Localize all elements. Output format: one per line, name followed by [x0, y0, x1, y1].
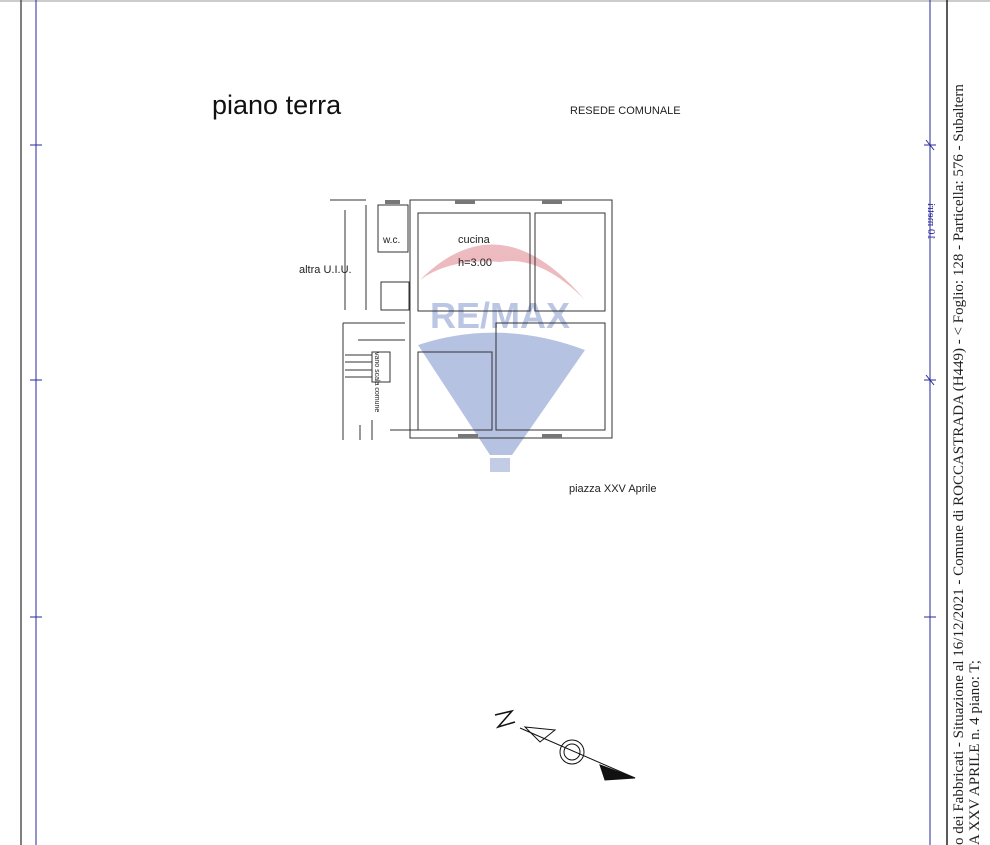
label-cucina: cucina: [458, 234, 490, 246]
floor-plan: [330, 199, 613, 440]
label-height: h=3.00: [458, 257, 492, 269]
label-wc: w.c.: [383, 235, 401, 246]
windows: [385, 200, 562, 438]
label-piazza: piazza XXV Aprile: [569, 483, 657, 495]
label-stair: vano scala comune: [373, 352, 380, 413]
svg-text:RE/MAX: RE/MAX: [430, 295, 570, 336]
plan-title: piano terra: [212, 90, 342, 120]
scale-label: 10 metri: [925, 203, 937, 240]
label-altra-uiu: altra U.I.U.: [299, 264, 352, 276]
north-arrow-icon: [494, 709, 636, 781]
cadastral-footer-line1: o dei Fabbricati - Situazione al 16/12/2…: [951, 84, 967, 845]
label-resede-comunale: RESEDE COMUNALE: [570, 105, 681, 117]
cadastral-footer-line2: A XXV APRILE n. 4 piano: T;: [967, 660, 983, 845]
remax-watermark: RE/MAX: [418, 244, 585, 472]
frame-ticks: [30, 139, 936, 618]
